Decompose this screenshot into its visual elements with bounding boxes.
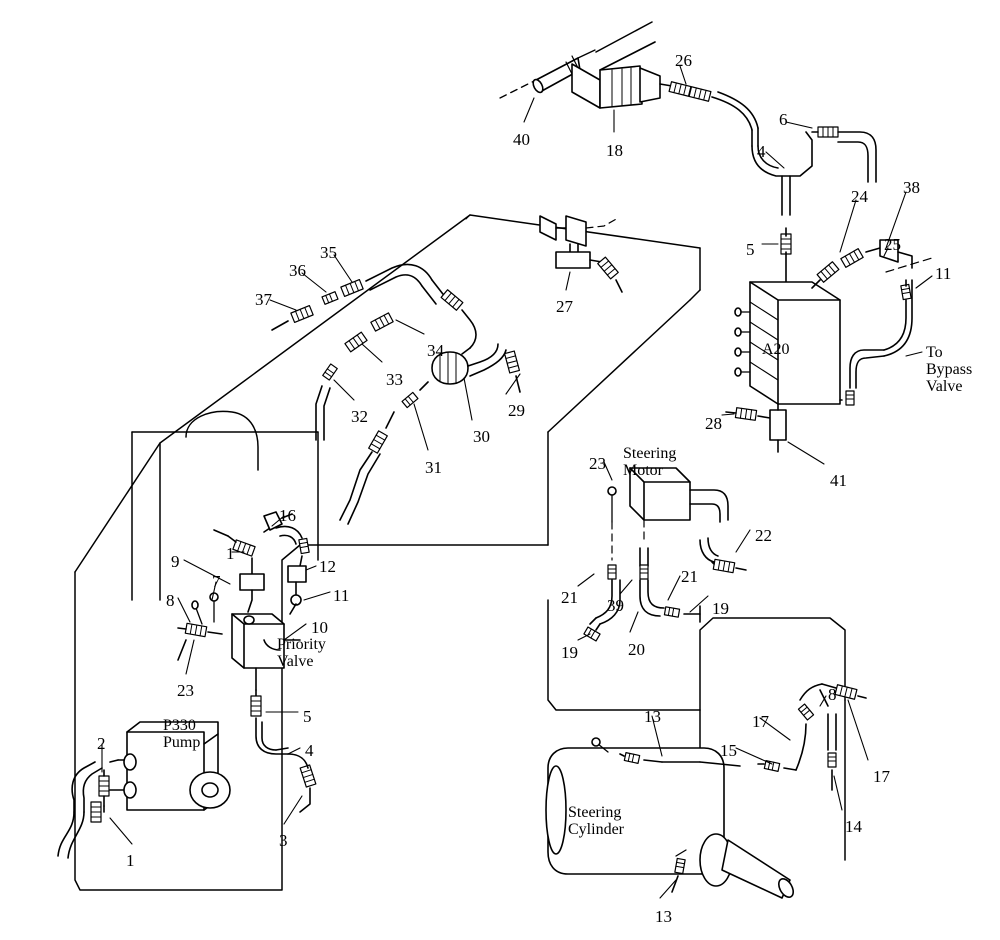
callout-2: 2 <box>97 734 106 753</box>
callout-7: 7 <box>212 572 221 591</box>
callout-19-right: 19 <box>712 599 729 618</box>
callout-32: 32 <box>351 407 368 426</box>
callout-18: 18 <box>606 141 623 160</box>
component-label-pump: P330 Pump <box>163 717 201 752</box>
callout-16: 16 <box>279 506 296 525</box>
callout-21-left: 21 <box>561 588 578 607</box>
callout-17-left: 17 <box>752 712 769 731</box>
callout-9: 9 <box>171 552 180 571</box>
component-label-priority-valve: Priority Valve <box>277 636 326 671</box>
callout-15: 15 <box>720 741 737 760</box>
component-label-bypass-valve: To Bypass Valve <box>926 344 973 395</box>
callout-28: 28 <box>705 414 722 433</box>
callout-8-left: 8 <box>166 591 175 610</box>
callout-38: 38 <box>903 178 920 197</box>
callout-19-left: 19 <box>561 643 578 662</box>
callout-4-top: 4 <box>757 142 766 161</box>
callout-22: 22 <box>755 526 772 545</box>
callout-31: 31 <box>425 458 442 477</box>
callout-12: 12 <box>319 557 336 576</box>
callout-24: 24 <box>851 187 868 206</box>
component-label-steering-motor: Steering Motor <box>623 445 677 480</box>
component-label-a20: A20 <box>762 341 790 358</box>
callout-40: 40 <box>513 130 530 149</box>
callout-1-pump: 1 <box>126 851 135 870</box>
callout-29: 29 <box>508 401 525 420</box>
callout-1-center: 1 <box>226 544 235 563</box>
callout-41: 41 <box>830 471 847 490</box>
callout-26: 26 <box>675 51 692 70</box>
callout-13-top: 13 <box>644 707 661 726</box>
callout-10: 10 <box>311 618 328 637</box>
callout-8-right: 8 <box>828 685 837 704</box>
callout-11-right: 11 <box>935 264 952 283</box>
callout-34: 34 <box>427 341 444 360</box>
callout-6: 6 <box>779 110 788 129</box>
callout-14: 14 <box>845 817 862 836</box>
callout-25: 25 <box>884 235 901 254</box>
component-label-steering-cylinder: Steering Cylinder <box>568 804 624 839</box>
callout-37: 37 <box>255 290 272 309</box>
callout-33: 33 <box>386 370 403 389</box>
callout-23-motor: 23 <box>589 454 606 473</box>
callout-5-top: 5 <box>746 240 755 259</box>
pump-label-text: P330 Pump <box>163 717 201 751</box>
callout-23-valve: 23 <box>177 681 194 700</box>
callout-20: 20 <box>628 640 645 659</box>
priority-valve-label-text: Priority Valve <box>277 636 326 670</box>
callout-13-bottom: 13 <box>655 907 672 926</box>
steering-motor-label-text: Steering Motor <box>623 445 677 479</box>
callout-39: 39 <box>607 596 624 615</box>
callout-5-valve: 5 <box>303 707 312 726</box>
a20-label-text: A20 <box>762 341 790 358</box>
callout-4-pump: 4 <box>305 741 314 760</box>
callout-21-right: 21 <box>681 567 698 586</box>
bypass-valve-label-text: To Bypass Valve <box>926 344 973 395</box>
steering-cylinder-label-text: Steering Cylinder <box>568 804 624 838</box>
callout-17-right: 17 <box>873 767 890 786</box>
callout-3: 3 <box>279 831 288 850</box>
callout-30: 30 <box>473 427 490 446</box>
callout-36: 36 <box>289 261 306 280</box>
callout-35: 35 <box>320 243 337 262</box>
callout-27: 27 <box>556 297 573 316</box>
callout-11-center: 11 <box>333 586 350 605</box>
